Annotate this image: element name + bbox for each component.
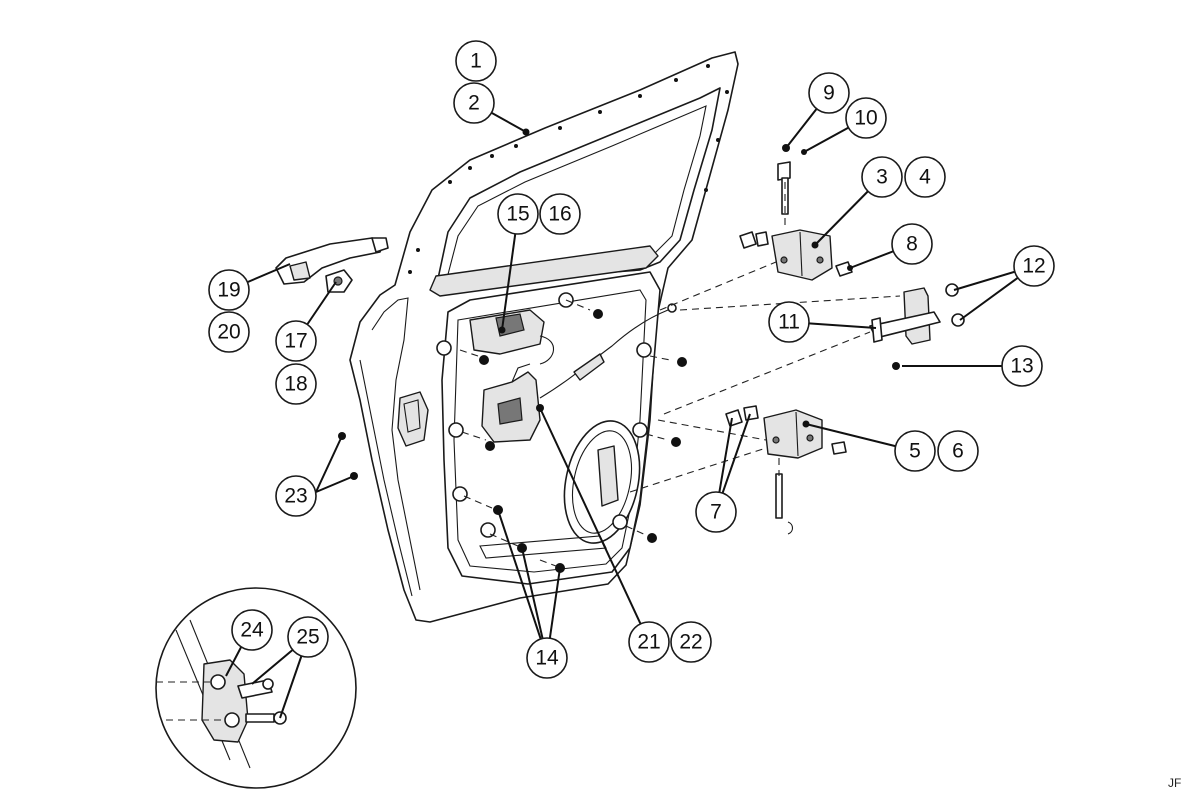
callout-12-label: 12 [1022, 255, 1045, 278]
callout-6-label: 6 [952, 440, 964, 463]
callout-19-label: 19 [217, 279, 240, 302]
callout-16: 16 [539, 193, 581, 235]
assembly-lines [459, 182, 901, 567]
callout-10: 10 [845, 97, 887, 139]
callout-3-label: 3 [876, 166, 888, 189]
callout-25-label: 25 [296, 626, 319, 649]
callout-22: 22 [670, 621, 712, 663]
callout-1-label: 1 [470, 50, 482, 73]
callout-7-label: 7 [710, 501, 722, 524]
callout-25: 25 [287, 616, 329, 658]
callout-13-label: 13 [1010, 355, 1033, 378]
callout-11-label: 11 [778, 311, 800, 334]
callout-21-label: 21 [637, 631, 660, 654]
artist-signature: JF [1168, 776, 1182, 790]
callout-3: 3 [861, 156, 903, 198]
callout-4-label: 4 [919, 166, 931, 189]
callout-23-label: 23 [284, 485, 307, 508]
callout-17-label: 17 [284, 330, 307, 353]
callout-10-label: 10 [854, 107, 877, 130]
callout-6: 6 [937, 430, 979, 472]
callout-24: 24 [231, 609, 273, 651]
door-latch [481, 363, 541, 443]
callout-15: 15 [497, 193, 539, 235]
callout-5: 5 [894, 430, 936, 472]
callout-20: 20 [208, 311, 250, 353]
callout-7: 7 [695, 491, 737, 533]
callout-14: 14 [526, 637, 568, 679]
callout-18: 18 [275, 363, 317, 405]
door-check [869, 283, 965, 345]
callout-17: 17 [275, 320, 317, 362]
callout-5-label: 5 [909, 440, 921, 463]
callout-16-label: 16 [548, 203, 571, 226]
callout-2: 2 [453, 82, 495, 124]
callout-9: 9 [808, 72, 850, 114]
callout-20-label: 20 [217, 321, 240, 344]
upper-hinge [739, 161, 853, 281]
callout-4: 4 [904, 156, 946, 198]
callout-11: 11 [768, 301, 810, 343]
callout-21: 21 [628, 621, 670, 663]
callout-15-label: 15 [506, 203, 529, 226]
callout-14-label: 14 [535, 647, 559, 670]
callout-8-label: 8 [906, 233, 918, 256]
callout-2-label: 2 [468, 92, 480, 115]
callout-9-label: 9 [823, 82, 835, 105]
outside-handle [275, 237, 389, 293]
callout-13: 13 [1001, 345, 1043, 387]
callout-12: 12 [1013, 245, 1055, 287]
callout-1: 1 [455, 40, 497, 82]
callout-23: 23 [275, 475, 317, 517]
callout-19: 19 [208, 269, 250, 311]
actuator-cable [539, 303, 677, 399]
callout-18-label: 18 [284, 373, 307, 396]
callout-24-label: 24 [240, 619, 264, 642]
callout-22-label: 22 [679, 631, 702, 654]
lower-hinge [725, 405, 847, 535]
callout-8: 8 [891, 223, 933, 265]
